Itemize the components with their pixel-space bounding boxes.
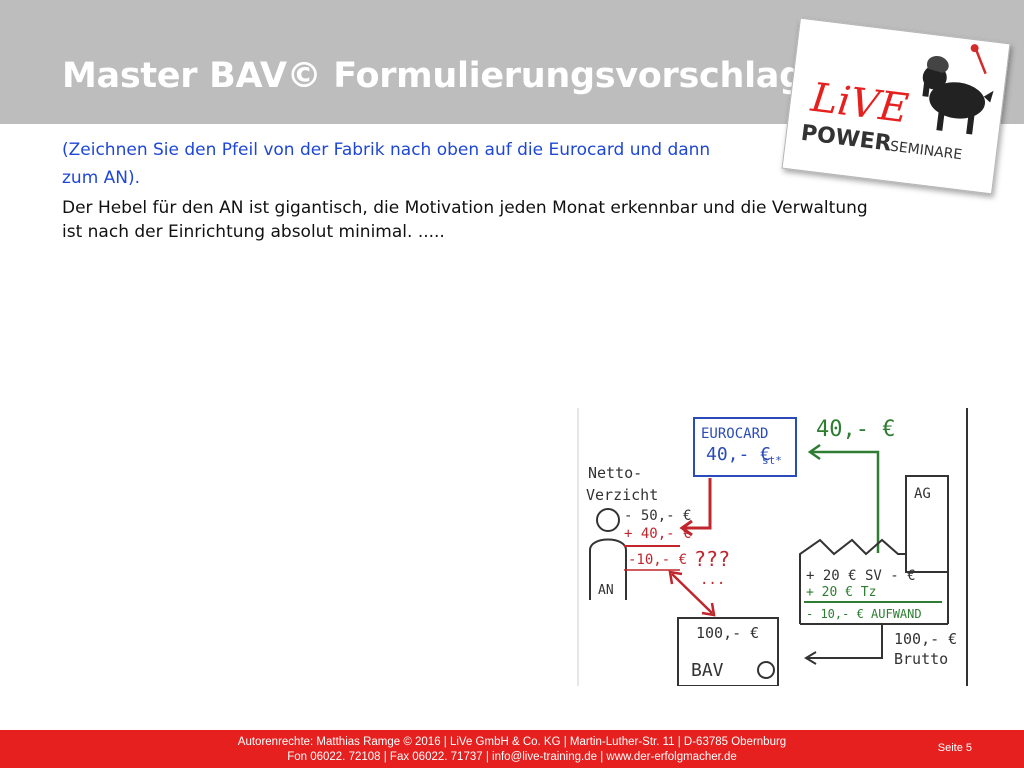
netto-line-1: Netto-	[588, 464, 642, 482]
factory-icon	[799, 475, 949, 625]
eurocard-label: EUROCARD	[701, 426, 768, 442]
an-calc-2: + 40,- €	[624, 526, 691, 542]
an-calc-1: - 50,- €	[624, 508, 691, 524]
ag-label: AG	[914, 486, 931, 502]
ag-calc-2: + 20 € Tz	[806, 585, 876, 600]
ag-calc-3: - 10,- € AUFWAND	[806, 607, 922, 621]
red-double-arrow	[668, 570, 716, 617]
top-amount: 40,- €	[816, 417, 895, 442]
eurocard-amount: 40,- €	[706, 444, 771, 465]
green-arrow	[807, 443, 880, 553]
instruction-line-2: zum AN).	[62, 168, 141, 188]
pin-icon	[970, 44, 987, 75]
brutto-amount: 100,- €	[894, 630, 957, 648]
bav-label: BAV	[691, 660, 724, 681]
brutto-label: Brutto	[894, 650, 948, 668]
ram-icon	[922, 56, 994, 135]
person-icon	[589, 508, 627, 600]
red-arrow	[679, 478, 712, 537]
page-number: Seite 5	[937, 742, 972, 754]
an-label: AN	[598, 583, 614, 598]
footer-copyright: Autorenrechte: Matthias Ramge © 2016 | L…	[237, 736, 787, 748]
paragraph-line-2: ist nach der Einrichtung absolut minimal…	[62, 222, 445, 242]
paragraph-line-1: Der Hebel für den AN ist gigantisch, die…	[62, 198, 868, 218]
instruction-line-1: (Zeichnen Sie den Pfeil von der Fabrik n…	[62, 140, 711, 160]
page-title: Master BAV© Formulierungsvorschlag	[62, 56, 804, 96]
black-arrow	[804, 624, 883, 665]
slide-content: (Zeichnen Sie den Pfeil von der Fabrik n…	[62, 136, 966, 244]
netto-line-2: Verzicht	[586, 486, 658, 504]
footer-contact: Fon 06022. 72108 | Fax 06022. 71737 | in…	[287, 751, 737, 763]
an-calc-3: -10,- €	[628, 552, 687, 568]
footer-bar: Autorenrechte: Matthias Ramge © 2016 | L…	[0, 730, 1024, 768]
eurocard-box: EUROCARD 40,- € st*	[693, 417, 797, 477]
eurocard-note: st*	[762, 454, 782, 467]
dots: ...	[700, 572, 725, 588]
ag-calc-1: + 20 € SV - €	[806, 568, 916, 584]
whiteboard-sketch: EUROCARD 40,- € st* 40,- € Netto- Verzic…	[576, 408, 970, 687]
question-marks: ???	[694, 547, 730, 571]
logo: LiVE POWER SEMINARE	[781, 17, 1011, 195]
bav-amount: 100,- €	[696, 624, 759, 642]
paragraph: Der Hebel für den AN ist gigantisch, die…	[62, 196, 966, 244]
bav-box: 100,- € BAV	[677, 617, 779, 687]
